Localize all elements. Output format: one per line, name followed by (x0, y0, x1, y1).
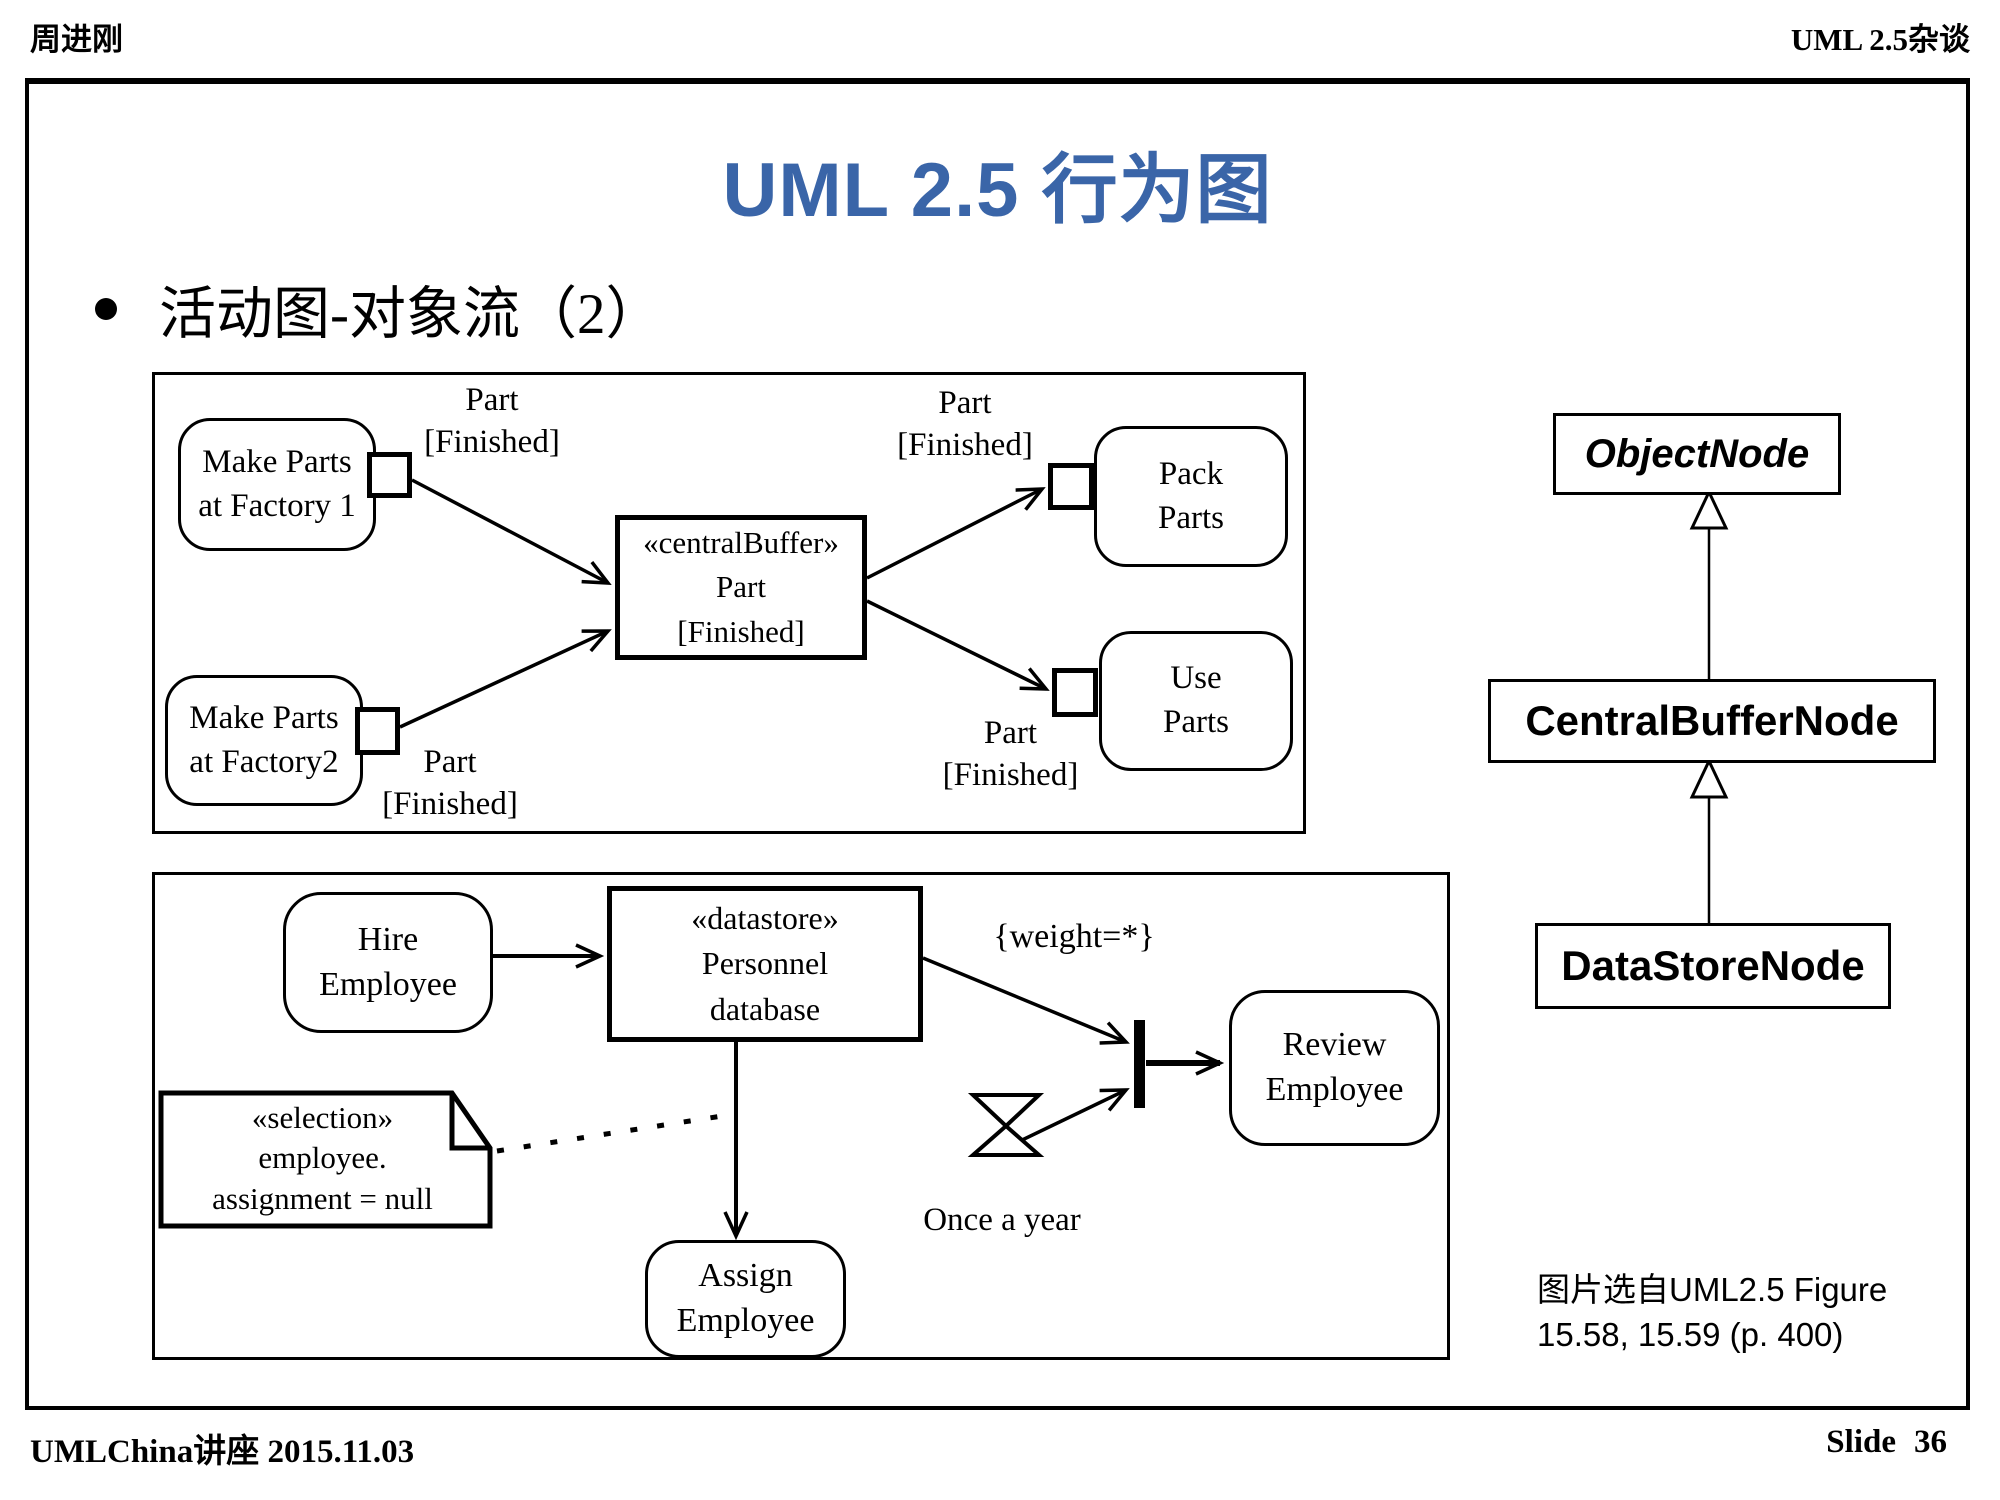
weight-constraint-label: {weight=*} (993, 918, 1155, 955)
output-pin-factory2 (355, 707, 400, 755)
image-source-citation: 图片选自UML2.5 Figure 15.58, 15.59 (p. 400) (1537, 1268, 1957, 1358)
selection-note-text: «selection» employee. assignment = null (212, 1100, 433, 1216)
action-review-employee: Review Employee (1229, 990, 1440, 1146)
bullet-item: 活动图-对象流（2） (95, 268, 662, 350)
bullet-text: 活动图-对象流（2） (159, 283, 663, 346)
edge-label-part-finished-top-left: Part [Finished] (424, 382, 560, 460)
bullet-dot-icon (95, 298, 117, 320)
citation-line-2: 15.58, 15.59 (p. 400) (1537, 1315, 1844, 1353)
time-event-label: Once a year (923, 1202, 1081, 1238)
slide-title: UML 2.5 行为图 (722, 148, 1273, 233)
header-series-title: UML 2.5杂谈 (1790, 22, 1970, 57)
action-hire-employee: Hire Employee (283, 892, 493, 1033)
input-pin-pack-parts (1048, 463, 1094, 510)
citation-line-1: 图片选自UML2.5 Figure (1537, 1271, 1888, 1308)
action-make-parts-factory2: Make Parts at Factory2 (165, 675, 363, 806)
edge-label-part-finished-bottom-right: Part [Finished] (942, 715, 1079, 793)
slide-border (25, 78, 1970, 1410)
edge-label-part-finished-bottom-left: Part [Finished] (382, 744, 518, 822)
central-buffer-node: «centralBuffer» Part [Finished] (615, 515, 867, 660)
action-use-parts: Use Parts (1099, 631, 1293, 771)
action-assign-employee: Assign Employee (645, 1240, 846, 1358)
datastore-personnel-database: «datastore» Personnel database (607, 886, 923, 1042)
class-central-buffer-node: CentralBufferNode (1488, 679, 1936, 763)
header-author: 周进刚 (30, 22, 123, 57)
output-pin-factory1 (367, 452, 412, 498)
object-flow-diagram-1-frame (152, 372, 1306, 834)
object-flow-diagram-2-frame (152, 872, 1450, 1360)
class-data-store-node: DataStoreNode (1535, 923, 1891, 1009)
action-make-parts-factory1: Make Parts at Factory 1 (178, 418, 376, 551)
action-pack-parts: Pack Parts (1094, 426, 1288, 567)
slide-label: Slide (1826, 1424, 1896, 1460)
footer-lecture-info: UMLChina讲座 2015.11.03 (30, 1434, 415, 1470)
edge-label-part-finished-top-right: Part [Finished] (897, 385, 1033, 463)
input-pin-use-parts (1052, 668, 1098, 717)
class-object-node: ObjectNode (1553, 413, 1841, 495)
footer-slide-number: Slide 36 (1826, 1424, 1947, 1461)
slide-number: 36 (1914, 1424, 1947, 1460)
